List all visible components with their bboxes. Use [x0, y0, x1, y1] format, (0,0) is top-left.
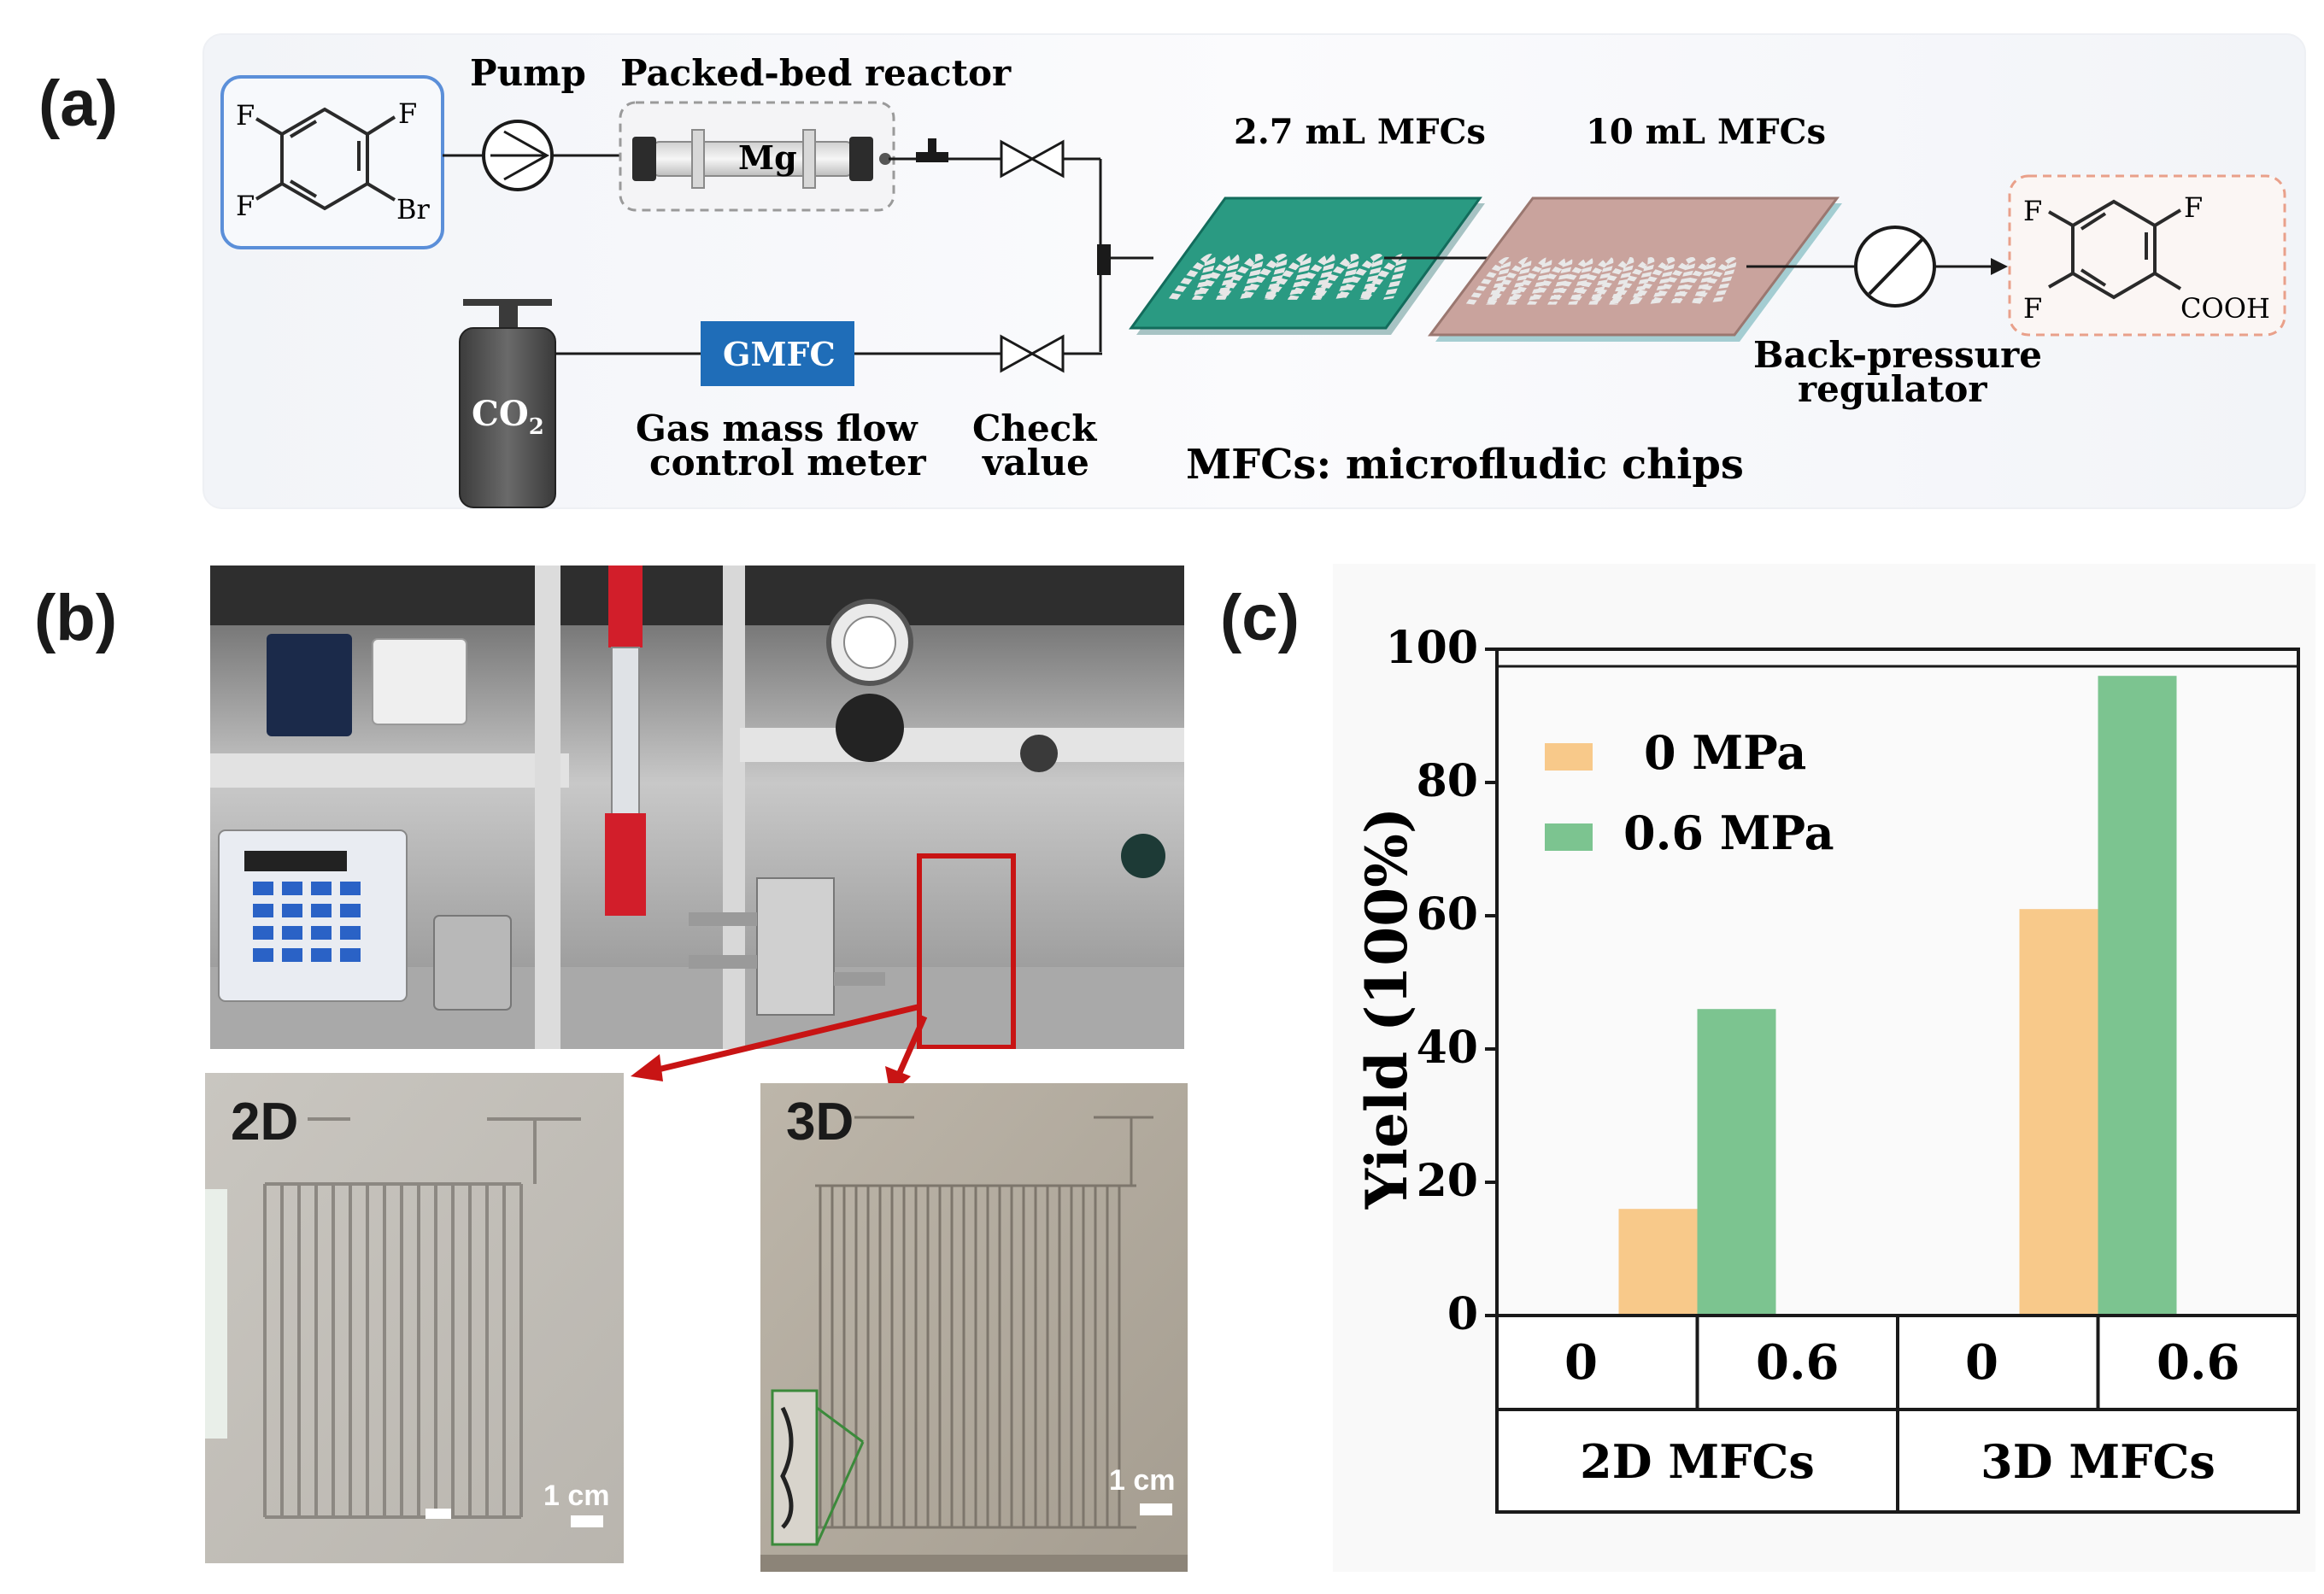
bar-3d-mfcs-0 — [2019, 909, 2098, 1316]
product-atom-f3: F — [2023, 292, 2042, 325]
chip-2d-photo — [205, 1073, 624, 1563]
legend-label-0: 0 MPa — [1644, 725, 1806, 780]
category-label: 0.6 — [2157, 1334, 2239, 1391]
product-atom-cooh: COOH — [2180, 292, 2270, 325]
category-label: 0 — [1564, 1334, 1598, 1391]
y-tick-label: 0 — [1447, 1288, 1478, 1340]
bar-2d-mfcs-0 — [1618, 1209, 1698, 1316]
co2-label: CO2 — [472, 394, 544, 440]
gmfc-caption-line2: control meter — [649, 442, 927, 483]
panel-label-b: (b) — [34, 582, 118, 654]
reactant-atom-f1: F — [236, 99, 255, 132]
check-valve-top-icon — [1000, 139, 1065, 179]
chip-3d-label: 3D — [786, 1093, 854, 1152]
mfc1-chip-icon — [1129, 196, 1485, 335]
pump-label: Pump — [470, 52, 586, 94]
chip-2d-scale-bar — [571, 1515, 603, 1527]
y-tick-label: 100 — [1385, 622, 1478, 674]
group-label: 3D MFCs — [1981, 1434, 2215, 1489]
chip-highlight-box — [917, 853, 1016, 1049]
product-atom-f1: F — [2023, 195, 2042, 227]
y-tick-label: 20 — [1417, 1155, 1478, 1207]
mfc1-label: 2.7 mL MFCs — [1234, 112, 1486, 152]
bar-2d-mfcs-1 — [1697, 1009, 1776, 1316]
gmfc-caption-line1: Gas mass flow — [636, 407, 918, 449]
y-tick-label: 40 — [1417, 1022, 1478, 1074]
reactant-atom-f3: F — [236, 190, 255, 222]
packed-column-icon — [608, 566, 643, 648]
chip-2d-scale-label: 1 cm — [543, 1480, 610, 1512]
plot-area — [1495, 648, 2300, 1317]
bpr-label-line2: regulator — [1798, 368, 1987, 410]
check-valve-label-line1: Check — [972, 407, 1097, 449]
pump-icon — [482, 120, 554, 191]
product-atom-f2: F — [2184, 191, 2203, 224]
bar-3d-mfcs-1 — [2098, 676, 2177, 1316]
reactor-tube-icon — [632, 129, 891, 189]
chip-3d-photo — [760, 1083, 1188, 1572]
y-axis-label: Yield (100%) — [1353, 807, 1420, 1210]
flow-scheme: F F F Br Pump Packed-bed reactor Mg 2.7 … — [202, 33, 2306, 509]
mfc2-chip-icon — [1428, 196, 1842, 342]
reactant-atom-f2: F — [398, 97, 417, 130]
gmfc-label: GMFC — [723, 335, 836, 373]
category-label: 0 — [1965, 1334, 1998, 1391]
reactant-ring — [255, 107, 396, 211]
tee-icon — [916, 138, 948, 162]
category-label: 0.6 — [1756, 1334, 1839, 1391]
reactor-mg-label: Mg — [738, 138, 797, 177]
mass-flow-controller-icon — [267, 634, 352, 736]
panel-label-a: (a) — [38, 67, 118, 140]
legend-swatch-1 — [1545, 823, 1593, 851]
legend-label-1: 0.6 MPa — [1623, 806, 1834, 860]
reactor-label: Packed-bed reactor — [620, 52, 1012, 94]
product-ring — [2048, 199, 2182, 300]
reactant-atom-br: Br — [396, 193, 431, 226]
check-valve-label-line2: value — [982, 442, 1089, 483]
setup-photo — [210, 566, 1184, 1049]
legend-swatch-0 — [1545, 743, 1593, 771]
co2-cylinder-icon — [459, 299, 556, 508]
panel-label-c: (c) — [1220, 582, 1300, 654]
mfc2-label: 10 mL MFCs — [1586, 112, 1826, 152]
chip-3d-scale-label: 1 cm — [1109, 1464, 1176, 1497]
bpr-label-line1: Back-pressure — [1753, 334, 2042, 376]
chip-3d-scale-bar — [1140, 1503, 1172, 1515]
gmfc-box — [701, 321, 854, 386]
chip-2d-label: 2D — [231, 1093, 299, 1152]
mfc-definition-legend: MFCs: microfludic chips — [1186, 441, 1744, 489]
y-tick-label: 60 — [1417, 888, 1478, 941]
group-label: 2D MFCs — [1580, 1434, 1815, 1489]
y-tick-label: 80 — [1417, 755, 1478, 807]
